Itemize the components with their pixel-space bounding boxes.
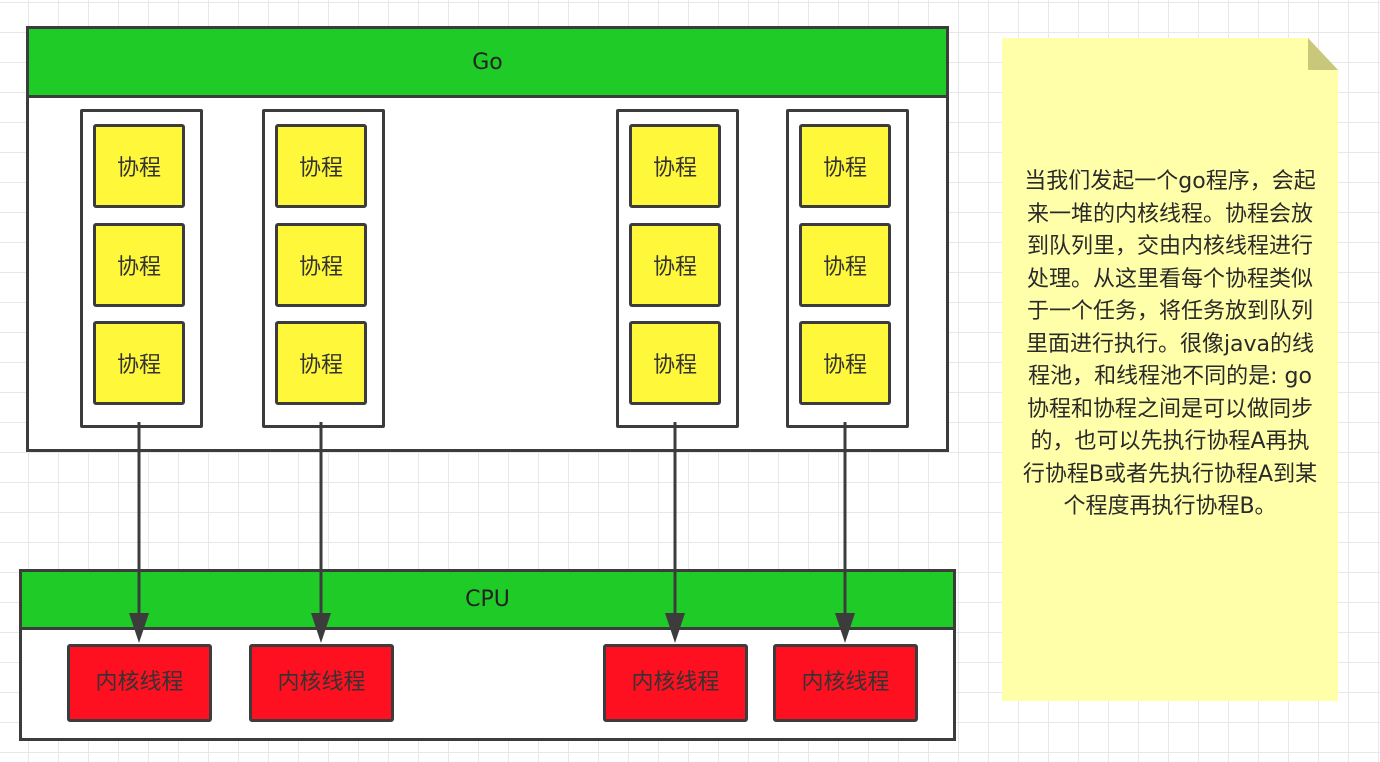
coroutine-box[interactable]: 协程 [629,124,721,208]
coroutine-queue[interactable]: 协程 协程 协程 [80,109,203,428]
coroutine-queue[interactable]: 协程 协程 协程 [616,109,739,428]
coroutine-box[interactable]: 协程 [275,223,367,307]
coroutine-box[interactable]: 协程 [799,124,891,208]
coroutine-box[interactable]: 协程 [93,321,185,405]
kernel-thread-box[interactable]: 内核线程 [67,644,212,722]
coroutine-box[interactable]: 协程 [799,321,891,405]
folded-corner-icon [1308,38,1338,70]
coroutine-box[interactable]: 协程 [93,124,185,208]
coroutine-box[interactable]: 协程 [275,321,367,405]
go-title: Go [472,49,503,75]
go-header: Go [29,29,946,98]
kernel-thread-box[interactable]: 内核线程 [773,644,918,722]
coroutine-box[interactable]: 协程 [799,223,891,307]
coroutine-box[interactable]: 协程 [629,321,721,405]
cpu-title: CPU [465,587,510,612]
coroutine-box[interactable]: 协程 [93,223,185,307]
coroutine-box[interactable]: 协程 [275,124,367,208]
coroutine-queue[interactable]: 协程 协程 协程 [786,109,909,428]
cpu-header: CPU [22,572,953,630]
note-text: 当我们发起一个go程序，会起来一堆的内核线程。协程会放到队列里，交由内核线程进行… [1022,169,1318,519]
note-shape [1002,38,1338,701]
note-card: 当我们发起一个go程序，会起来一堆的内核线程。协程会放到队列里，交由内核线程进行… [1002,38,1338,701]
kernel-thread-box[interactable]: 内核线程 [603,644,748,722]
coroutine-box[interactable]: 协程 [629,223,721,307]
kernel-thread-box[interactable]: 内核线程 [249,644,394,722]
coroutine-queue[interactable]: 协程 协程 协程 [262,109,385,428]
